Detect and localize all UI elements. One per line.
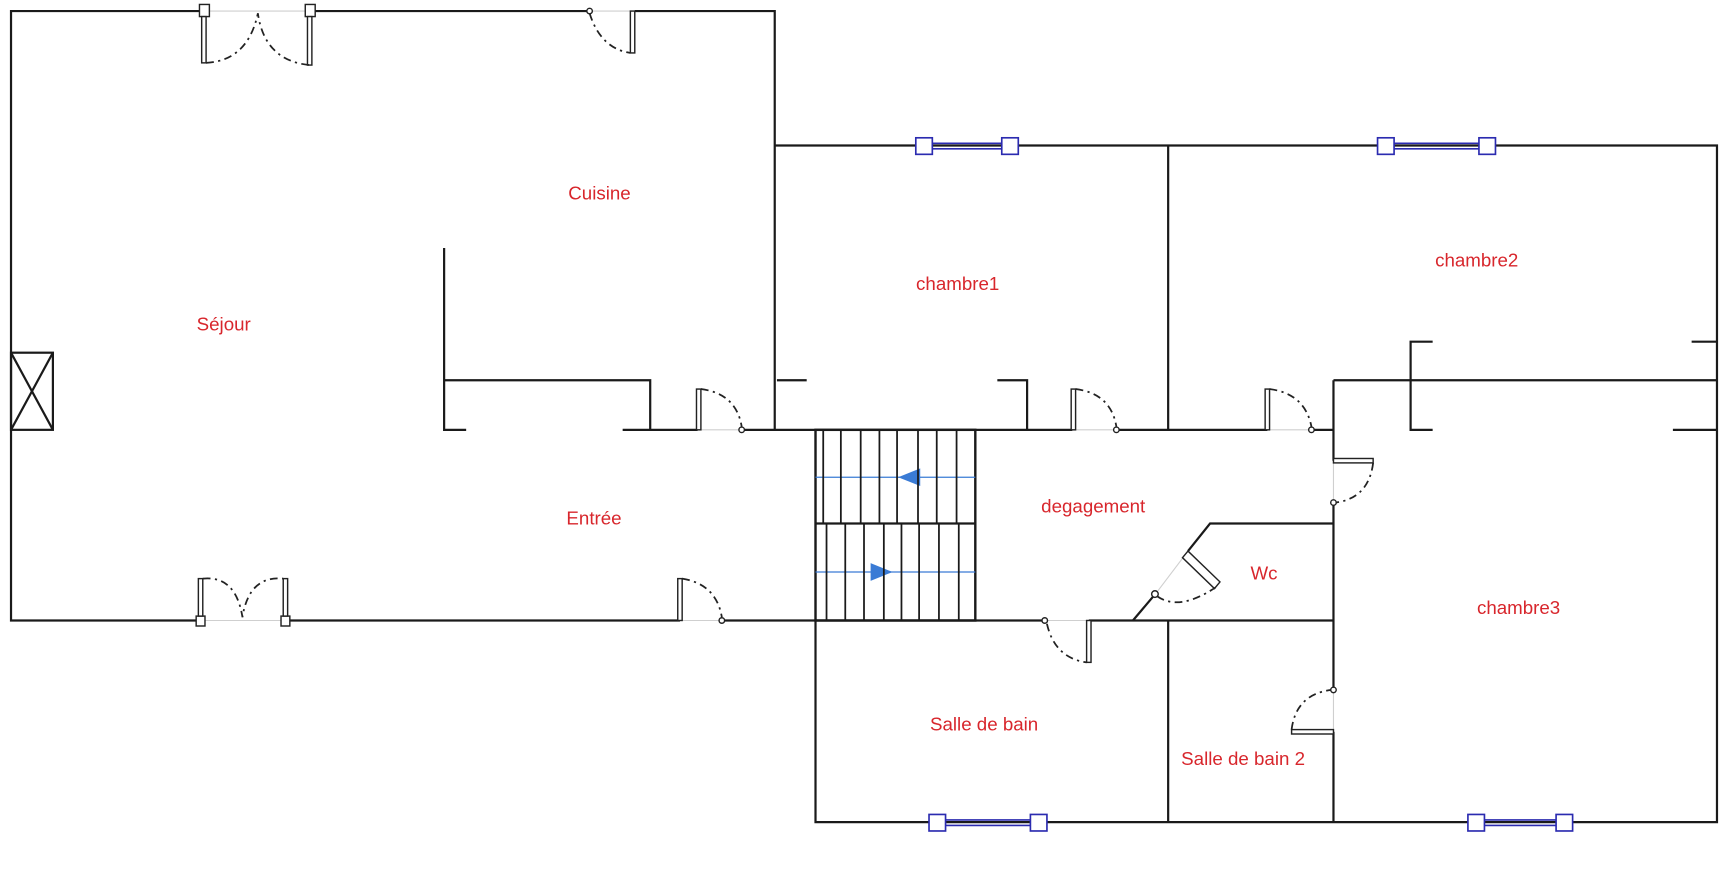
- door-salle-de-bain[interactable]: [1041, 617, 1092, 664]
- door-chambre2[interactable]: [1264, 388, 1315, 434]
- door-chambre3[interactable]: [1329, 457, 1375, 507]
- stair-arrow-icon: [898, 468, 921, 487]
- room-label-salle-de-bain: Salle de bain: [930, 714, 1038, 735]
- window-chambre3: [1467, 813, 1574, 832]
- room-label-chambre2: chambre2: [1435, 250, 1518, 271]
- window-chambre2: [1376, 136, 1497, 156]
- room-label-salle-de-bain-2: Salle de bain 2: [1181, 748, 1305, 769]
- door-cuisine[interactable]: [695, 388, 746, 434]
- door-cuisine-top[interactable]: [586, 7, 636, 54]
- stair-arrow-icon: [870, 563, 893, 581]
- room-label-wc: Wc: [1251, 563, 1278, 584]
- chimney-icon: [9, 351, 54, 431]
- door-entree[interactable]: [677, 577, 726, 624]
- room-label-sejour: Séjour: [197, 314, 251, 335]
- room-label-degagement: degagement: [1041, 495, 1146, 516]
- room-label-chambre3: chambre3: [1477, 597, 1560, 618]
- window-salle-de-bain: [928, 813, 1048, 832]
- door-chambre1[interactable]: [1070, 388, 1120, 434]
- door-salle-de-bain-2[interactable]: [1290, 686, 1337, 735]
- door-entree-double[interactable]: [195, 577, 291, 627]
- walls: [9, 9, 1719, 824]
- room-labels: Cuisine Séjour chambre1 chambre2 Entrée …: [197, 183, 1561, 769]
- staircase: [814, 428, 977, 622]
- room-label-chambre1: chambre1: [916, 273, 999, 294]
- door-sejour-double-top[interactable]: [198, 3, 316, 66]
- room-label-cuisine: Cuisine: [568, 183, 630, 204]
- window-chambre1: [914, 136, 1020, 156]
- room-label-entree: Entrée: [566, 508, 621, 529]
- door-wc[interactable]: [1150, 550, 1221, 604]
